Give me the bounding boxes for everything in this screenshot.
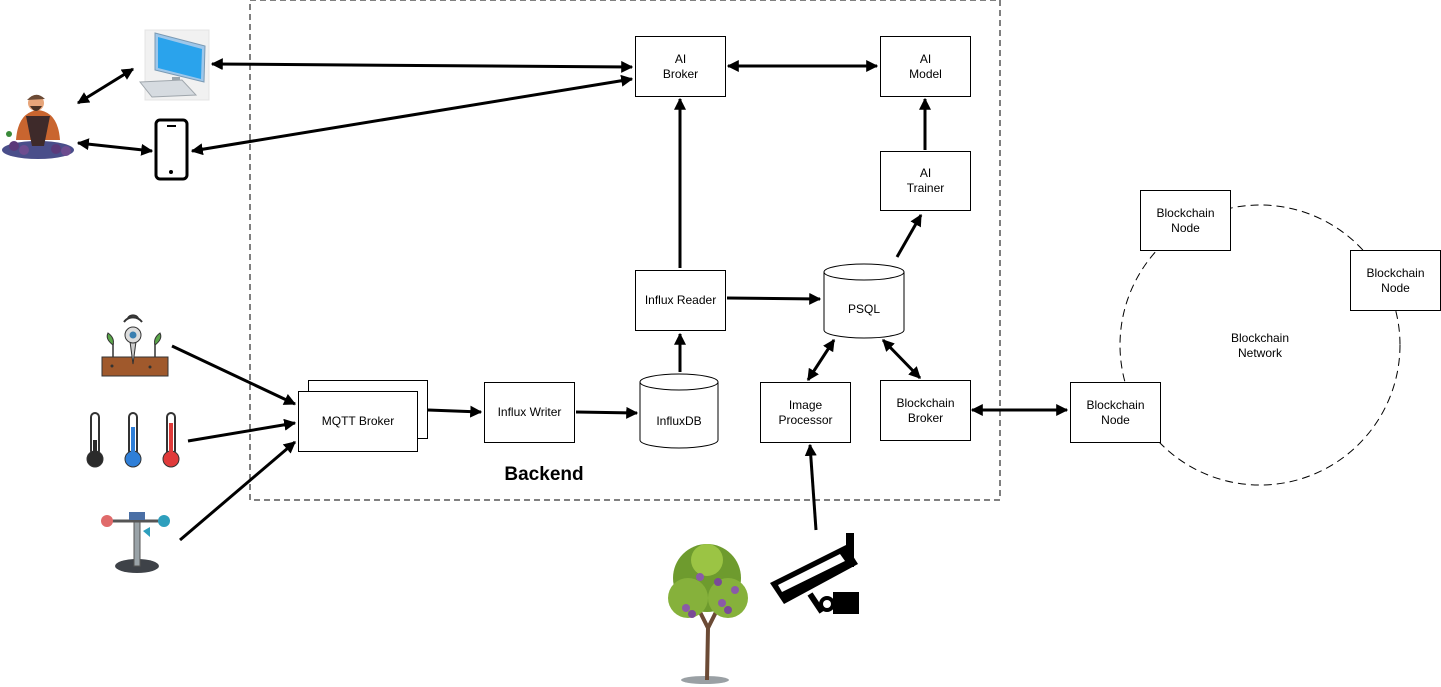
arrow-soil-mqtt [171,344,297,406]
arrow-writer-influxdb [575,406,639,419]
influx-reader-box: Influx Reader [635,270,726,331]
desktop-computer-icon [138,29,210,101]
ai-model-box: AI Model [880,36,971,97]
soil-sensor-icon [101,314,169,377]
arrow-psql-blockchain-broker [881,338,922,380]
smartphone-icon [154,118,189,181]
influxdb-cylinder [639,373,719,449]
blockchain-broker-box: Blockchain Broker [880,380,971,441]
ai-broker-box: AI Broker [635,36,726,97]
thermometers-icon [86,412,180,468]
arrow-farmer-computer [76,67,135,105]
influxdb-label: InfluxDB [656,414,702,428]
blockchain-node-top-box: Blockchain Node [1140,190,1231,251]
blockchain-network-circle [1119,204,1401,486]
image-processor-box: Image Processor [760,382,851,443]
arrow-farmer-phone [76,138,154,156]
blockchain-node-edge-box: Blockchain Node [1070,382,1161,443]
security-camera-icon [770,533,859,614]
anemometer-icon [101,512,170,573]
blockchain-network-label: Blockchain Network [1230,331,1290,360]
arrow-mqtt-writer [427,405,483,418]
influx-writer-box: Influx Writer [484,382,575,443]
blockchain-node-right-box: Blockchain Node [1350,250,1441,311]
arrow-reader-psql [726,292,822,305]
arrow-wind-mqtt [179,440,296,542]
mqtt-broker-box: MQTT Broker [298,391,418,452]
backend-boundary [249,0,1001,501]
arrow-temp-mqtt [187,418,297,443]
farmer-icon [2,94,74,159]
backend-title: Backend [504,464,584,485]
psql-cylinder [823,263,905,339]
grape-vine-icon [668,544,748,684]
arrow-image-psql [806,338,836,382]
arrow-computer-ai-broker [210,58,634,73]
arrow-phone-ai-broker [190,74,634,156]
ai-trainer-box: AI Trainer [880,151,971,211]
psql-label: PSQL [847,302,880,316]
arrow-camera-image-processor [804,443,818,531]
arrow-psql-trainer [895,213,923,258]
